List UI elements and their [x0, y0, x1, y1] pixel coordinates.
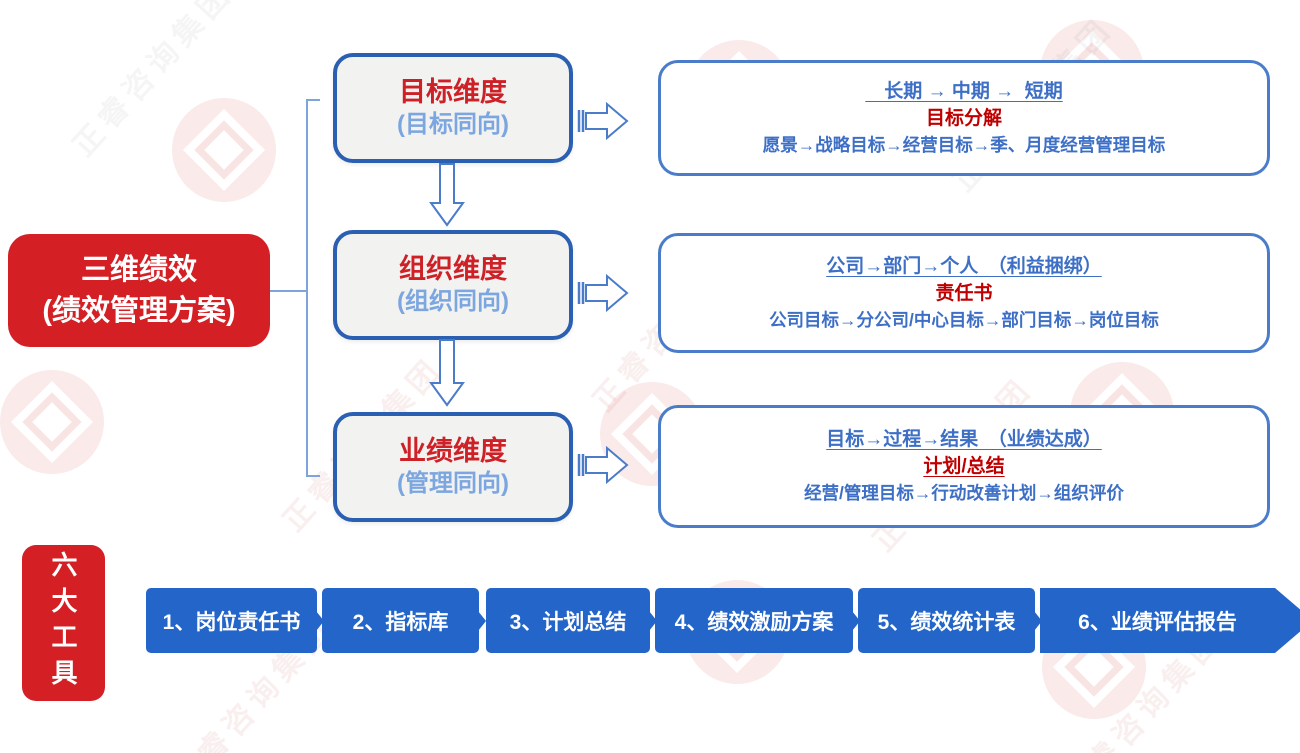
dimension-title: 组织维度: [399, 254, 507, 284]
detail-keyword: 责任书: [935, 282, 993, 304]
detail-flow-line: 目标→过程→结果 （业绩达成）: [826, 429, 1102, 450]
detail-flow-line: 长期 → 中期 → 短期: [865, 80, 1063, 102]
chevron-tip-icon: [1034, 610, 1042, 631]
tool-item-label: 2、指标库: [352, 610, 449, 634]
detail-cascade-line: 公司目标→分公司/中心目标→部门目标→岗位目标: [769, 309, 1159, 330]
watermark-text: 正睿咨询集团: [67, 0, 241, 163]
tool-item-label: 4、绩效激励方案: [674, 610, 834, 634]
root-node: 三维绩效 (绩效管理方案): [8, 234, 270, 347]
logo-watermark-icon: [172, 98, 276, 202]
tool-item-label: 1、岗位责任书: [162, 610, 301, 634]
logo-diamond-icon: [10, 380, 94, 464]
dimension-subtitle: (组织同向): [397, 288, 509, 315]
right-block-arrow-icon: [577, 273, 629, 313]
dimension-box-goal: 目标维度 (目标同向): [333, 53, 573, 163]
chevron-tip-icon: [478, 610, 486, 631]
tool-item-label: 6、业绩评估报告: [1078, 610, 1237, 634]
logo-glyph-icon: [22, 392, 82, 452]
down-block-arrow-icon: [429, 339, 465, 407]
dimension-title: 业绩维度: [399, 436, 507, 466]
chevron-tip-icon: [649, 610, 657, 631]
tool-item-5: 5、绩效统计表: [858, 588, 1042, 653]
detail-box-organization: 公司→部门→个人 （利益捆绑） 责任书 公司目标→分公司/中心目标→部门目标→岗…: [658, 233, 1270, 353]
tool-item-4: 4、绩效激励方案: [655, 588, 860, 653]
dimension-subtitle: (目标同向): [397, 111, 509, 138]
detail-cascade-line: 愿景→战略目标→经营目标→季、月度经营管理目标: [762, 134, 1166, 155]
detail-box-performance: 目标→过程→结果 （业绩达成） 计划/总结 经营/管理目标→行动改善计划→组织评…: [658, 405, 1270, 528]
root-title: 三维绩效: [80, 253, 197, 286]
tool-item-label: 3、计划总结: [509, 610, 627, 634]
detail-keyword: 目标分解: [925, 107, 1002, 129]
chevron-tip-icon: [852, 610, 860, 631]
logo-glyph-icon: [194, 120, 254, 180]
bracket-connector: [270, 99, 320, 477]
dimension-subtitle: (管理同向): [397, 470, 509, 497]
dimension-box-organization: 组织维度 (组织同向): [333, 230, 573, 340]
tool-item-3: 3、计划总结: [486, 588, 657, 653]
root-subtitle: (绩效管理方案): [42, 294, 236, 327]
detail-box-goal: 长期 → 中期 → 短期 目标分解 愿景→战略目标→经营目标→季、月度经营管理目…: [658, 60, 1270, 176]
right-block-arrow-icon: [577, 445, 629, 485]
detail-flow-line: 公司→部门→个人 （利益捆绑）: [826, 255, 1102, 277]
dimension-title: 目标维度: [399, 77, 507, 107]
dimension-box-performance: 业绩维度 (管理同向): [333, 412, 573, 522]
logo-diamond-icon: [182, 108, 266, 192]
tool-item-6: 6、业绩评估报告: [1040, 588, 1300, 653]
detail-cascade-line: 经营/管理目标→行动改善计划→组织评价: [804, 483, 1124, 503]
tool-item-1: 1、岗位责任书: [146, 588, 324, 653]
down-block-arrow-icon: [429, 163, 465, 227]
tool-item-label: 5、绩效统计表: [877, 610, 1016, 634]
detail-keyword: 计划/总结: [923, 456, 1005, 477]
logo-watermark-icon: [0, 370, 104, 474]
six-tools-label-box: 六大工具: [22, 545, 105, 701]
right-block-arrow-icon: [577, 101, 629, 141]
six-tools-label: 六大工具: [48, 551, 78, 695]
tool-item-2: 2、指标库: [322, 588, 486, 653]
chevron-tip-icon: [316, 610, 324, 631]
